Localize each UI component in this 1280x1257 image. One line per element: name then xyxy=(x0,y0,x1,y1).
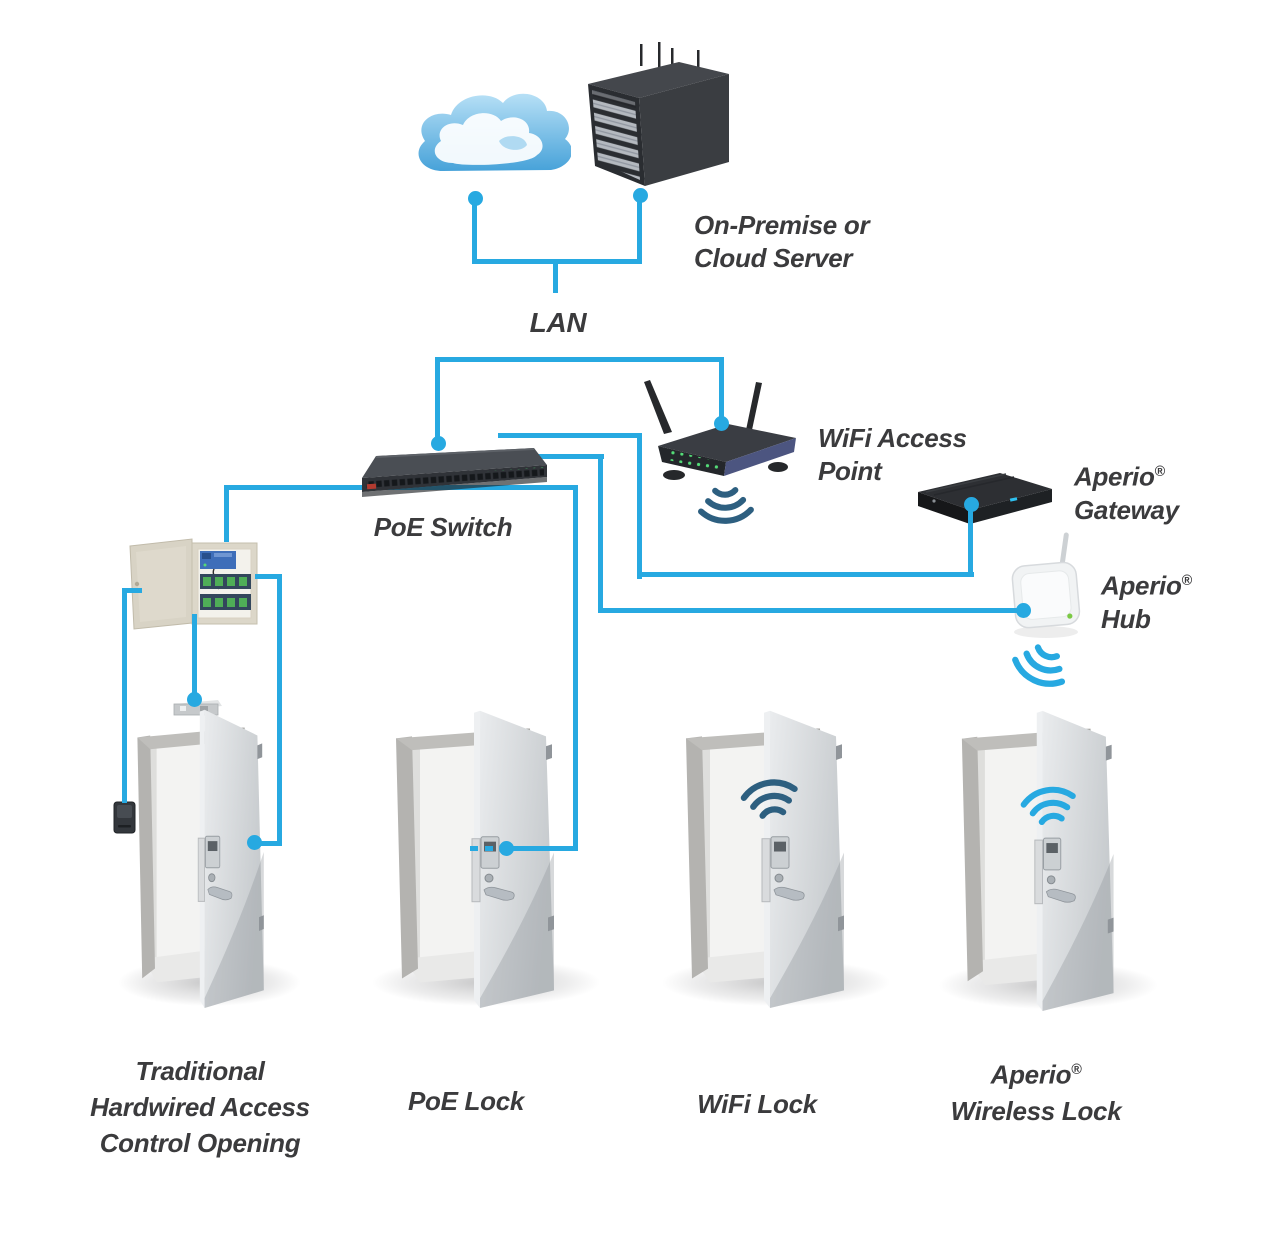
wire-poelock-dashed xyxy=(470,846,502,851)
aperio-hub-label: Aperio® Hub xyxy=(1101,570,1193,634)
wire-switch-hub-h1 xyxy=(533,454,604,459)
wire-gateway-drop xyxy=(968,503,973,577)
node-dot-switch xyxy=(431,436,446,451)
registered-mark: ® xyxy=(1071,1062,1082,1078)
wire-panel-maglock xyxy=(192,614,197,702)
wire-lan-to-ap xyxy=(719,357,724,425)
node-dot-doorlock xyxy=(247,835,262,850)
wifi-access-point-label: WiFi Access Point xyxy=(818,422,988,488)
gateway-box-icon xyxy=(918,473,1052,524)
node-dot-hub xyxy=(1016,603,1031,618)
node-dot-cloud xyxy=(468,191,483,206)
wire-lan-to-switch xyxy=(435,357,440,445)
wire-switch-gateway-v xyxy=(637,433,642,579)
wifi-router-icon xyxy=(644,380,796,480)
poe-switch-label: PoE Switch xyxy=(373,512,513,542)
wifi-ap-label-line2: Point xyxy=(818,456,882,486)
poe-lock-label: PoE Lock xyxy=(407,1086,525,1116)
wire-switch-gateway-h2 xyxy=(637,572,974,577)
server-label-line2: Cloud Server xyxy=(694,243,853,273)
server-label-line1: On-Premise or xyxy=(694,210,870,240)
wire-poelock-v xyxy=(573,485,578,851)
wire-switch-hub-h2 xyxy=(598,608,1024,613)
wire-switch-hub-v xyxy=(598,454,603,613)
wire-lan-stem xyxy=(553,259,558,293)
registered-mark: ® xyxy=(1154,464,1166,480)
wire-server-drop xyxy=(637,194,642,263)
door-wifi-lock xyxy=(661,710,891,1009)
traditional-opening-label: Traditional Hardwired Access Control Ope… xyxy=(90,1056,310,1158)
wire-lan-bus xyxy=(435,357,724,362)
aperio-gateway-label: Aperio® Gateway xyxy=(1074,461,1179,525)
node-dot-poelock xyxy=(499,841,514,856)
aperio-wireless-lock-label: Aperio® Wireless Lock xyxy=(950,1059,1122,1126)
wire-poelock-h xyxy=(504,846,578,851)
door-poe-lock xyxy=(371,710,601,1009)
cloud-icon xyxy=(418,93,571,171)
node-dot-gateway xyxy=(964,497,979,512)
door-traditional xyxy=(117,709,302,1009)
control-panel-icon xyxy=(129,538,258,630)
wifi-ap-label-line1: WiFi Access xyxy=(818,423,967,453)
wire-panel-doorlock-h1 xyxy=(255,574,282,579)
wire-panel-doorlock-v xyxy=(277,574,282,846)
network-switch-icon xyxy=(362,448,547,497)
server-label: On-Premise or Cloud Server xyxy=(694,209,904,275)
registered-mark: ® xyxy=(1181,573,1193,589)
wire-cloud-drop xyxy=(472,197,477,263)
wire-panel-drop xyxy=(224,485,229,542)
card-reader-icon xyxy=(113,801,136,834)
node-dot-maglock xyxy=(187,692,202,707)
wifi-waves-ap-icon xyxy=(681,479,771,544)
wire-panel-reader-h xyxy=(122,588,142,593)
wire-panel-reader-v xyxy=(122,588,127,803)
server-rack-icon xyxy=(588,42,729,186)
node-dot-ap xyxy=(714,416,729,431)
wifi-lock-label: WiFi Lock xyxy=(697,1089,817,1119)
door-aperio-wireless-lock xyxy=(938,710,1159,1012)
wire-switch-gateway-h1 xyxy=(498,433,642,438)
node-dot-server xyxy=(633,188,648,203)
wire-panel-doorlock-h2 xyxy=(251,841,282,846)
lan-label: LAN xyxy=(529,307,587,338)
wireless-hub-icon xyxy=(1011,532,1081,638)
